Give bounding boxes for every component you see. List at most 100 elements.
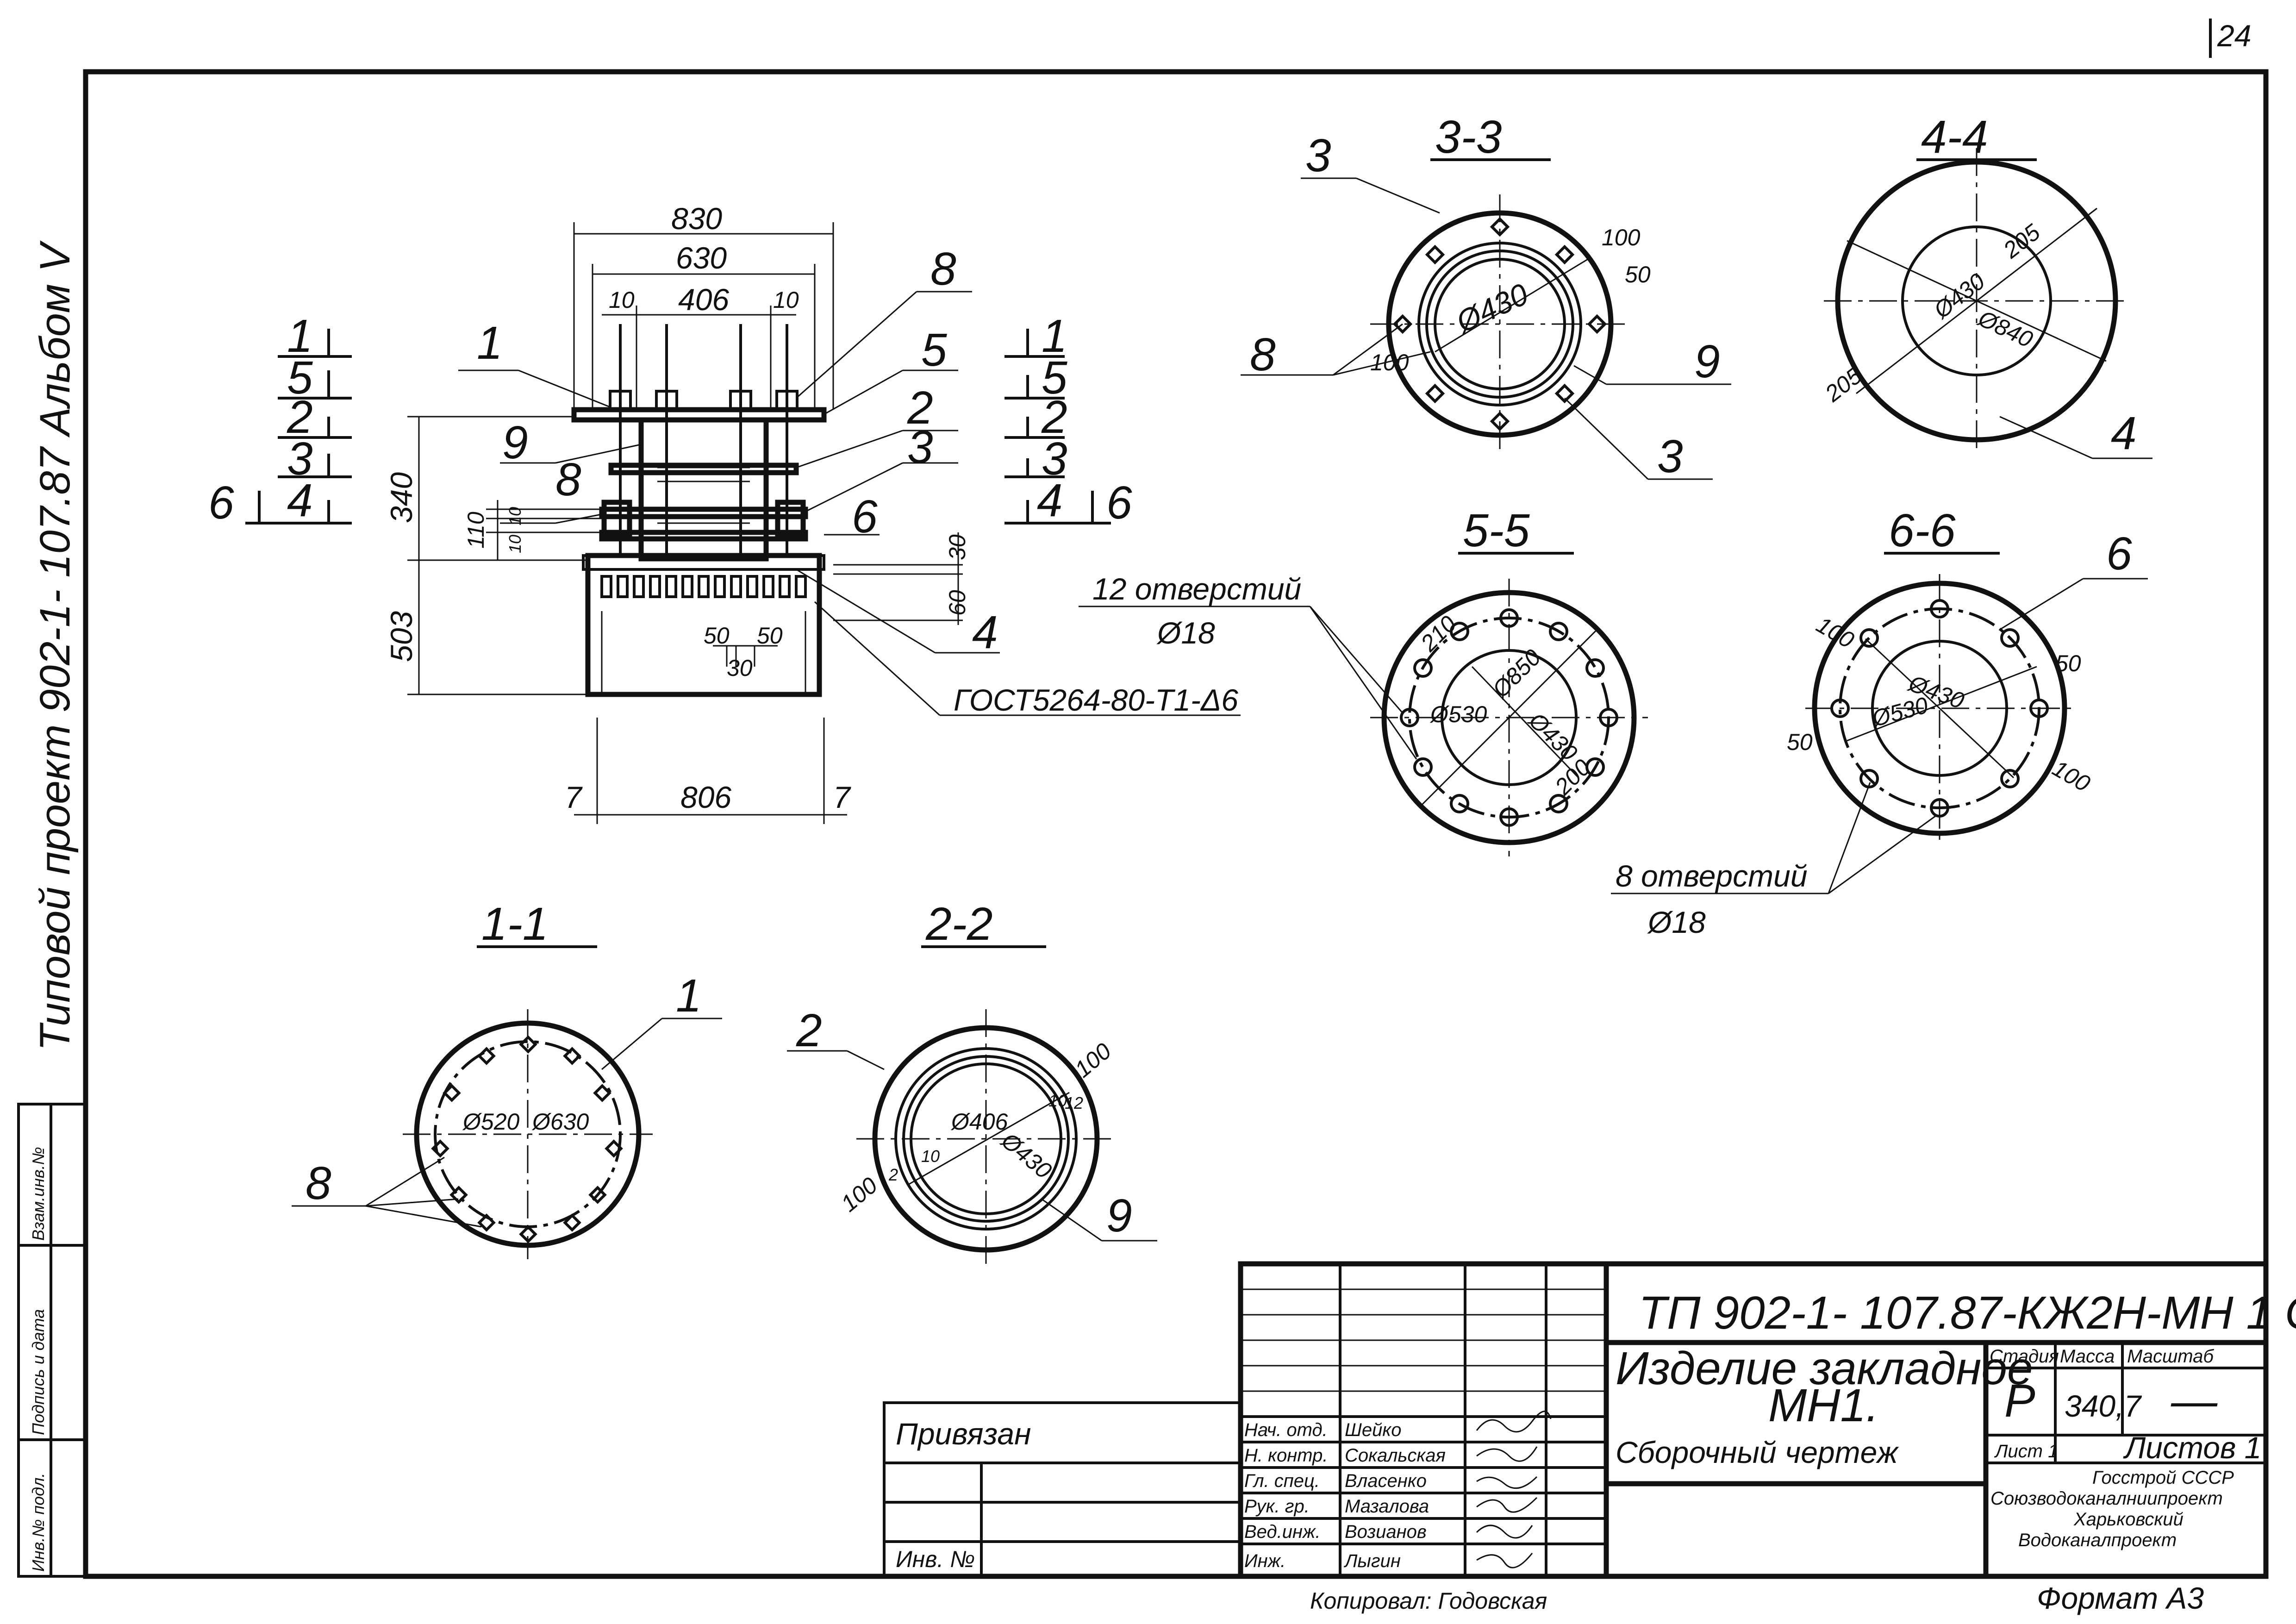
section-marks-left: 1 5 2 3 4 6	[208, 310, 352, 529]
dim-430-sec2: Ø430	[996, 1127, 1056, 1184]
dim-10-sec2a: 10	[1048, 1091, 1067, 1110]
side-stamp: Инв.№ подл. Подпись и дата Взам.инв.№	[17, 1103, 87, 1578]
anchor-bolts	[609, 324, 799, 556]
mark-right-4: 4	[1037, 475, 1063, 526]
footer-copied: Копировал: Годовская	[1310, 1588, 1547, 1614]
dim-10-left: 10	[609, 287, 635, 313]
callout-9: 9	[502, 417, 528, 468]
holes-note-12: 12 отверстий	[1092, 572, 1301, 606]
mark-left-4: 4	[287, 475, 313, 526]
stamp-vzam-inv: Взам.инв.№	[29, 1147, 48, 1241]
org-line-3: Харьковский	[2073, 1509, 2184, 1530]
dim-7-left: 7	[565, 780, 583, 814]
section-3-3: 3-3 Ø430 100 50 100 3 8 9	[1241, 111, 1731, 482]
inv-no-label: Инв. №	[896, 1546, 975, 1572]
dim-630-sec: Ø630	[531, 1109, 589, 1135]
holes-note-8: 8 отверстий	[1616, 859, 1808, 893]
name-line-2: МН1.	[1768, 1380, 1879, 1431]
dim-100-sec2b: 100	[836, 1172, 882, 1217]
role-gl-spec: Гл. спец.	[1244, 1471, 1320, 1491]
mark-right-3: 3	[1042, 433, 1067, 485]
mark-left-5: 5	[287, 352, 313, 404]
sheet-label: Лист 1	[1994, 1441, 2058, 1462]
dim-520: Ø520	[462, 1109, 520, 1135]
flange-6	[599, 530, 808, 542]
privyazan-label: Привязан	[896, 1417, 1031, 1451]
person-vozianov: Возианов	[1345, 1522, 1427, 1542]
dim-530-sec5: Ø530	[1429, 701, 1487, 727]
dim-630: 630	[676, 241, 727, 275]
callout-8-mid: 8	[555, 454, 581, 506]
section-2-2: 2-2 Ø406 Ø430 10 10 2 12 100 100 2 9	[787, 898, 1157, 1268]
dim-2-sec2: 2	[888, 1165, 898, 1184]
dim-10a: 10	[505, 507, 524, 525]
dim-205-sec4b: 205	[1820, 362, 1867, 407]
callout-6: 6	[852, 491, 878, 543]
person-lygin: Лыгин	[1343, 1551, 1401, 1571]
holes-note-12-dia: Ø18	[1156, 616, 1215, 650]
section-5-5-title: 5-5	[1463, 505, 1530, 556]
dim-7-right: 7	[833, 780, 851, 814]
dim-530-sec6: Ø530	[1868, 692, 1931, 732]
sheet-number: 24	[2217, 19, 2251, 53]
weld-note: ГОСТ5264-80-Т1-Δ6	[954, 683, 1238, 717]
holes-note-8-dia: Ø18	[1647, 905, 1706, 939]
mark-right-1: 1	[1042, 310, 1067, 362]
dim-60-right: 60	[944, 590, 970, 616]
mark-right-2: 2	[1041, 391, 1067, 443]
callout-9-sec3: 9	[1694, 336, 1720, 387]
callout-9-sec: 9	[1106, 1190, 1132, 1242]
callout-2-sec: 2	[796, 1005, 822, 1056]
lower-body-rim	[582, 554, 825, 571]
org-line-4: Водоканалпроект	[2018, 1530, 2177, 1550]
dim-lines	[407, 222, 963, 824]
org-line-2: Союзводоканалниипроект	[1990, 1488, 2223, 1509]
section-1-1: 1-1 Ø520 Ø630 1 8	[292, 898, 722, 1259]
person-mazalova: Мазалова	[1345, 1496, 1429, 1517]
section-6-6: 6-6 Ø430 Ø530 100 50 50 100 6 8 отверсти…	[1611, 505, 2148, 939]
callout-3-sec3b: 3	[1657, 431, 1683, 482]
mark-left-1: 1	[287, 310, 313, 362]
dim-100-sec3a: 100	[1602, 225, 1641, 250]
section-4-4: 4-4 Ø430 Ø840 205 205 4	[1820, 111, 2152, 459]
role-n-kontr: Н. контр.	[1244, 1445, 1328, 1466]
mark-right-6: 6	[1106, 477, 1132, 529]
callout-1: 1	[477, 317, 503, 369]
dim-50-sec3: 50	[1625, 262, 1651, 287]
section-5-5: 5-5 Ø530 Ø850 Ø430 210 200 12 отверстий …	[1079, 505, 1648, 856]
flange-2	[608, 462, 799, 475]
role-ruk-gr: Рук. гр.	[1244, 1496, 1310, 1517]
dim-340: 340	[384, 472, 418, 523]
dim-30-bottom: 30	[727, 655, 753, 681]
mark-right-5: 5	[1042, 352, 1067, 404]
flange-3	[599, 506, 808, 519]
dim-205-sec4a: 205	[1998, 219, 2045, 263]
dim-406: 406	[678, 282, 729, 317]
person-vlasenko: Власенко	[1345, 1471, 1427, 1491]
person-sheyko: Шейко	[1345, 1420, 1401, 1440]
section-6-6-title: 6-6	[1889, 505, 1956, 556]
dim-406-sec: Ø406	[950, 1109, 1008, 1135]
dim-10-sec2b: 10	[921, 1147, 940, 1166]
dim-430-sec3: Ø430	[1450, 276, 1534, 339]
callout-4-sec4: 4	[2111, 407, 2137, 459]
callout-8-top: 8	[930, 243, 956, 295]
section-3-3-title: 3-3	[1435, 111, 1502, 163]
dim-110: 110	[463, 512, 489, 549]
callout-1-sec: 1	[676, 970, 702, 1022]
callout-3: 3	[907, 421, 933, 473]
section-1-1-title: 1-1	[481, 898, 549, 950]
central-pipe	[638, 417, 769, 562]
side-title: Типовой проект 902-1- 107.87 Альбом V	[31, 240, 79, 1051]
stamp-signature-date: Подпись и дата	[29, 1309, 48, 1435]
section-2-2-title: 2-2	[925, 898, 993, 950]
footer-format: Формат А3	[2037, 1581, 2204, 1615]
dim-50-sec6a: 50	[2055, 650, 2081, 676]
callout-8-sec3: 8	[1250, 329, 1276, 381]
dim-100-sec3b: 100	[1370, 350, 1409, 375]
section-marks-right: 1 5 2 3 4 6	[1004, 310, 1132, 529]
callout-8-sec1: 8	[306, 1157, 331, 1209]
signatures	[1476, 1411, 1552, 1568]
section-4-4-title: 4-4	[1921, 111, 1988, 163]
